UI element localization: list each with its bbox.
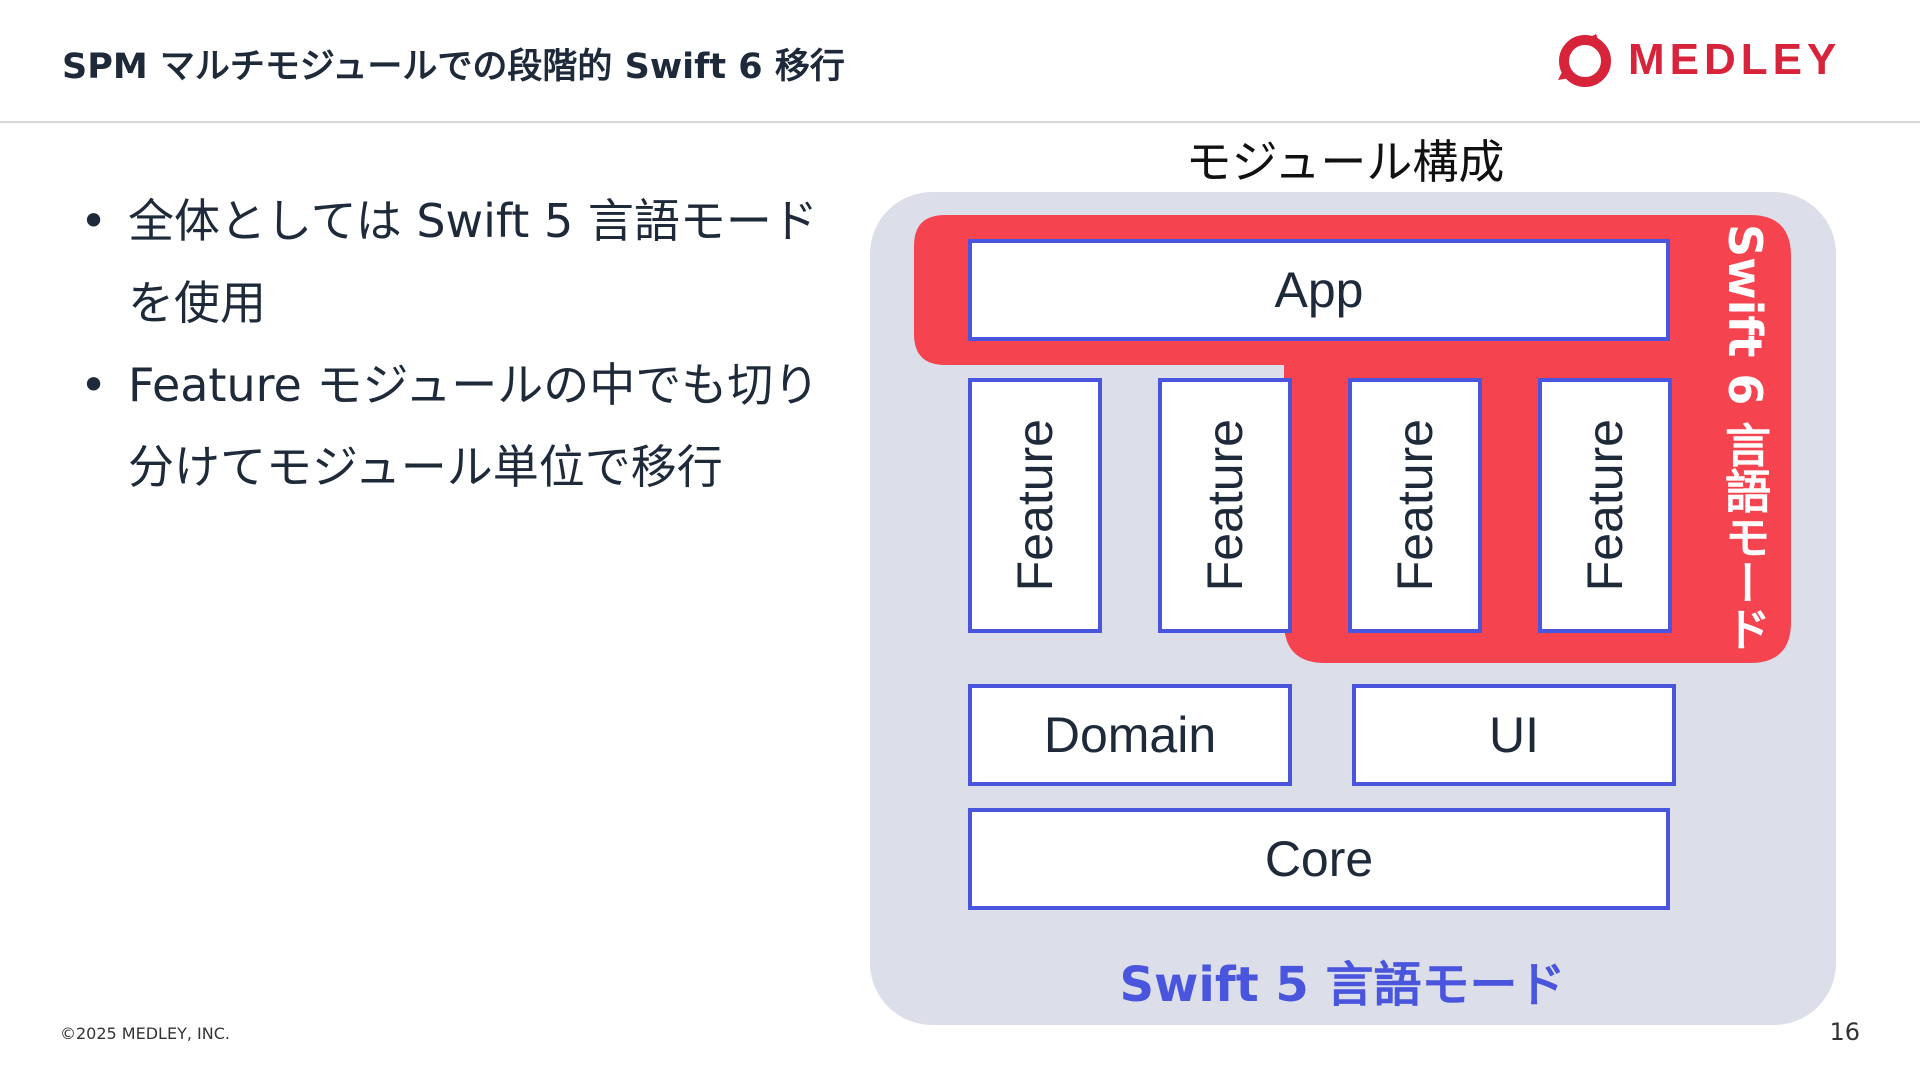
module-feature: Feature <box>1348 378 1482 633</box>
module-feature: Feature <box>1158 378 1292 633</box>
page-number: 16 <box>1829 1018 1860 1046</box>
swift5-region: App Feature Feature Feature Feature Swif… <box>870 192 1836 1025</box>
module-core-label: Core <box>1264 831 1374 887</box>
module-ui: UI <box>1352 684 1676 786</box>
medley-logo-mark-icon <box>1558 34 1611 87</box>
module-core: Core <box>968 808 1670 910</box>
module-feature-label: Feature <box>1197 419 1253 592</box>
module-feature: Feature <box>968 378 1102 633</box>
module-feature: Feature <box>1538 378 1672 633</box>
module-app: App <box>968 239 1670 341</box>
module-domain-label: Domain <box>1043 707 1217 763</box>
medley-logo-text: MEDLEY <box>1628 35 1842 84</box>
slide-header: SPM マルチモジュールでの段階的 Swift 6 移行 MEDLEY <box>0 0 1920 123</box>
slide-title: SPM マルチモジュールでの段階的 Swift 6 移行 <box>62 47 845 87</box>
diagram-title: モジュール構成 <box>1185 135 1505 189</box>
bullet-item: Feature モジュールの中でも切り分けてモジュール単位で移行 <box>80 344 840 508</box>
module-app-label: App <box>1274 262 1364 318</box>
module-feature-label: Feature <box>1577 419 1633 592</box>
medley-logo: MEDLEY <box>1556 30 1866 92</box>
bullet-list: 全体としては Swift 5 言語モードを使用 Feature モジュールの中で… <box>80 180 840 508</box>
module-feature-label: Feature <box>1007 419 1063 592</box>
module-domain: Domain <box>968 684 1292 786</box>
copyright: ©2025 MEDLEY, INC. <box>60 1024 230 1043</box>
module-ui-label: UI <box>1489 707 1539 763</box>
bullet-item: 全体としては Swift 5 言語モードを使用 <box>80 180 840 344</box>
swift6-label: Swift 6 言語モード <box>1718 224 1772 652</box>
swift5-label: Swift 5 言語モード <box>1119 957 1566 1013</box>
module-feature-label: Feature <box>1387 419 1443 592</box>
